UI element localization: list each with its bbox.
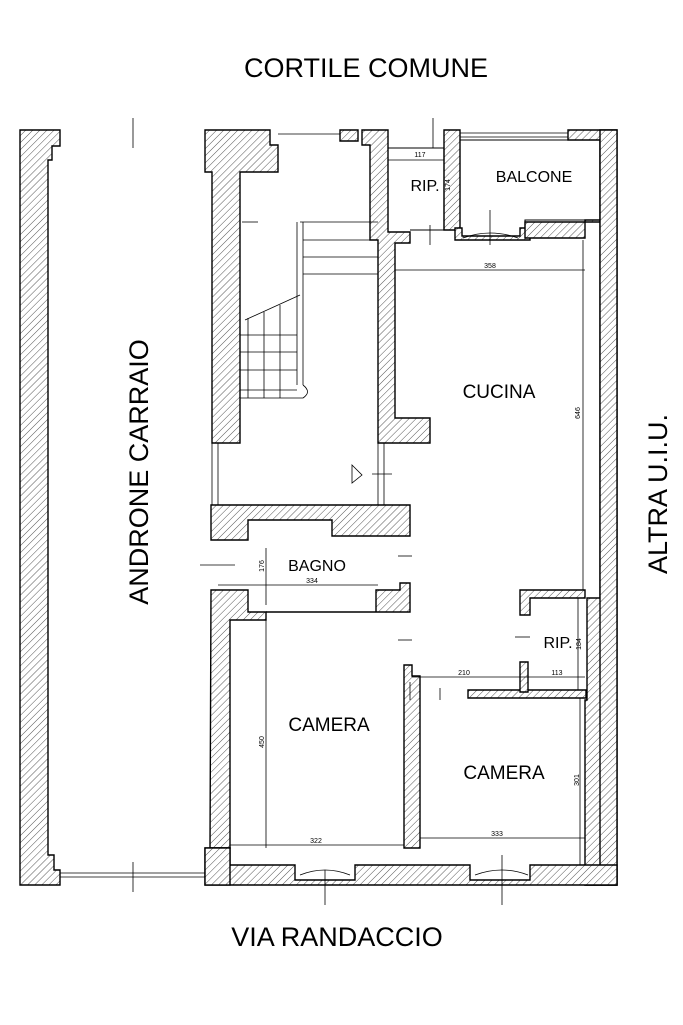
linework (60, 118, 601, 905)
bagno-bottom-wall (266, 582, 411, 613)
balcony-base-wall (454, 227, 531, 241)
storage-top-label: RIP. (410, 178, 439, 195)
staircase (240, 221, 378, 399)
dim-bathroom-width: 334 (306, 578, 318, 585)
south-wall (204, 847, 618, 886)
bedroom-right-label: CAMERA (463, 763, 545, 784)
dim-storage-mid-width: 113 (551, 670, 562, 677)
stair-left-wall (204, 129, 279, 444)
bagno-top-wall (210, 504, 411, 541)
walls (19, 129, 618, 886)
rip-mid-bottom-wall (467, 689, 587, 699)
dim-bedroom-right-height: 301 (574, 774, 581, 786)
kitchen-west-wall (361, 129, 431, 444)
kitchen-label: CUCINA (463, 382, 536, 403)
neighbor-unit-label: ALTRA U.I.U. (643, 414, 673, 574)
dim-storage-mid-height: 184 (576, 638, 583, 650)
storage-mid-wall (519, 589, 586, 616)
passage-left-wall (19, 129, 61, 886)
dim-bedroom-left-height: 450 (259, 736, 266, 748)
dim-storage-top-height: 174 (445, 179, 452, 191)
bathroom-label: BAGNO (288, 558, 346, 575)
dim-bedroom-right-width: 333 (491, 831, 503, 838)
dim-corridor-width: 210 (458, 670, 470, 677)
dim-bathroom-height: 176 (259, 560, 266, 572)
dim-storage-top-width: 117 (414, 152, 425, 159)
dim-bedroom-left-width: 322 (310, 838, 322, 845)
bedroom-left-label: CAMERA (288, 715, 370, 736)
passage-label: ANDRONE CARRAIO (124, 339, 154, 605)
courtyard-label: CORTILE COMUNE (244, 53, 488, 83)
dim-kitchen-height: 646 (575, 407, 582, 419)
street-label: VIA RANDACCIO (231, 922, 443, 952)
dim-kitchen-width: 358 (484, 263, 496, 270)
bedroom-divider-wall (403, 664, 421, 849)
storage-mid-label: RIP. (543, 635, 572, 652)
south-wall-left-cap (204, 847, 231, 886)
balcony-label: BALCONE (496, 169, 572, 186)
top-pillar (339, 129, 359, 142)
west-wall-lower (209, 589, 267, 849)
